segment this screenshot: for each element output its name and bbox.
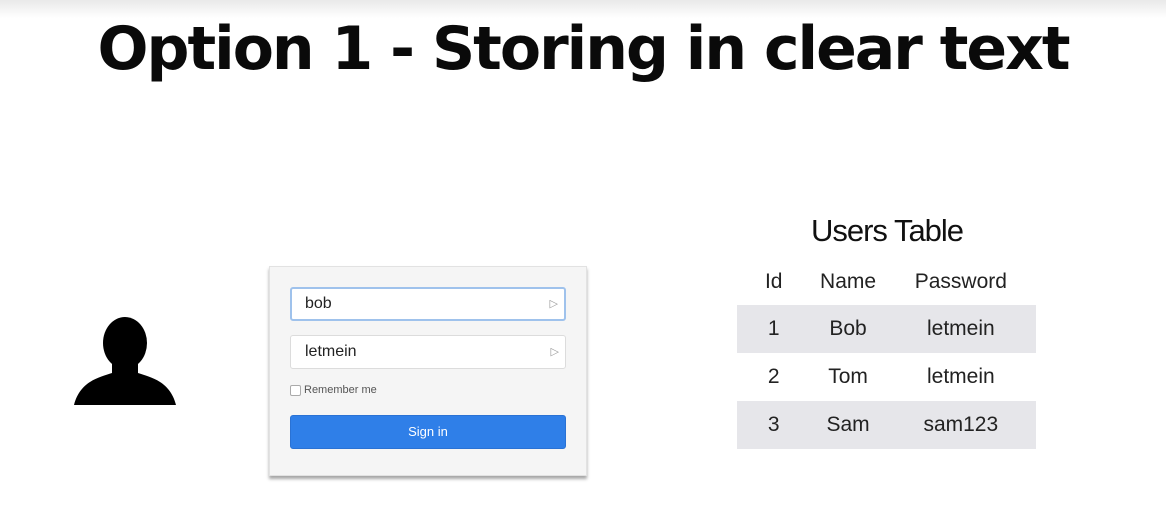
table-row: 2 Tom letmein xyxy=(737,353,1036,401)
table-cell: letmein xyxy=(885,305,1036,353)
remember-me[interactable]: Remember me xyxy=(290,384,377,396)
slide-title: Option 1 - Storing in clear text xyxy=(97,14,1071,84)
table-row: 3 Sam sam123 xyxy=(737,401,1036,449)
column-header: Name xyxy=(820,270,877,293)
autofill-arrow-icon[interactable]: ▷ xyxy=(550,346,559,358)
password-field[interactable]: letmein ▷ xyxy=(290,335,566,369)
password-value: letmein xyxy=(305,343,357,360)
username-value: bob xyxy=(305,295,332,312)
table-cell: 2 xyxy=(767,365,780,388)
column-header: Password xyxy=(914,270,1007,293)
table-row: 1 Bob letmein xyxy=(737,305,1036,353)
table-cell: Bob xyxy=(810,305,886,353)
column-header: Id xyxy=(764,270,783,293)
table-cell: Tom xyxy=(828,365,868,388)
autofill-arrow-icon[interactable]: ▷ xyxy=(549,298,558,310)
remember-me-checkbox[interactable] xyxy=(290,384,301,396)
table-cell: 1 xyxy=(737,305,811,353)
users-table: Id Name Password 1 Bob letmein 2 Tom let… xyxy=(737,259,1036,449)
username-field[interactable]: bob ▷ xyxy=(290,287,566,321)
remember-me-label: Remember me xyxy=(304,384,377,396)
table-cell: Sam xyxy=(810,401,886,449)
top-shade xyxy=(0,0,1166,18)
table-cell: sam123 xyxy=(885,401,1036,449)
login-form: bob ▷ letmein ▷ Remember me Sign in xyxy=(269,266,587,476)
table-cell: letmein xyxy=(926,365,995,388)
users-table-title: Users Table xyxy=(810,213,964,248)
sign-in-button[interactable]: Sign in xyxy=(290,415,566,449)
table-cell: 3 xyxy=(737,401,811,449)
person-silhouette-icon xyxy=(74,317,176,405)
table-header-row: Id Name Password xyxy=(737,259,1036,305)
